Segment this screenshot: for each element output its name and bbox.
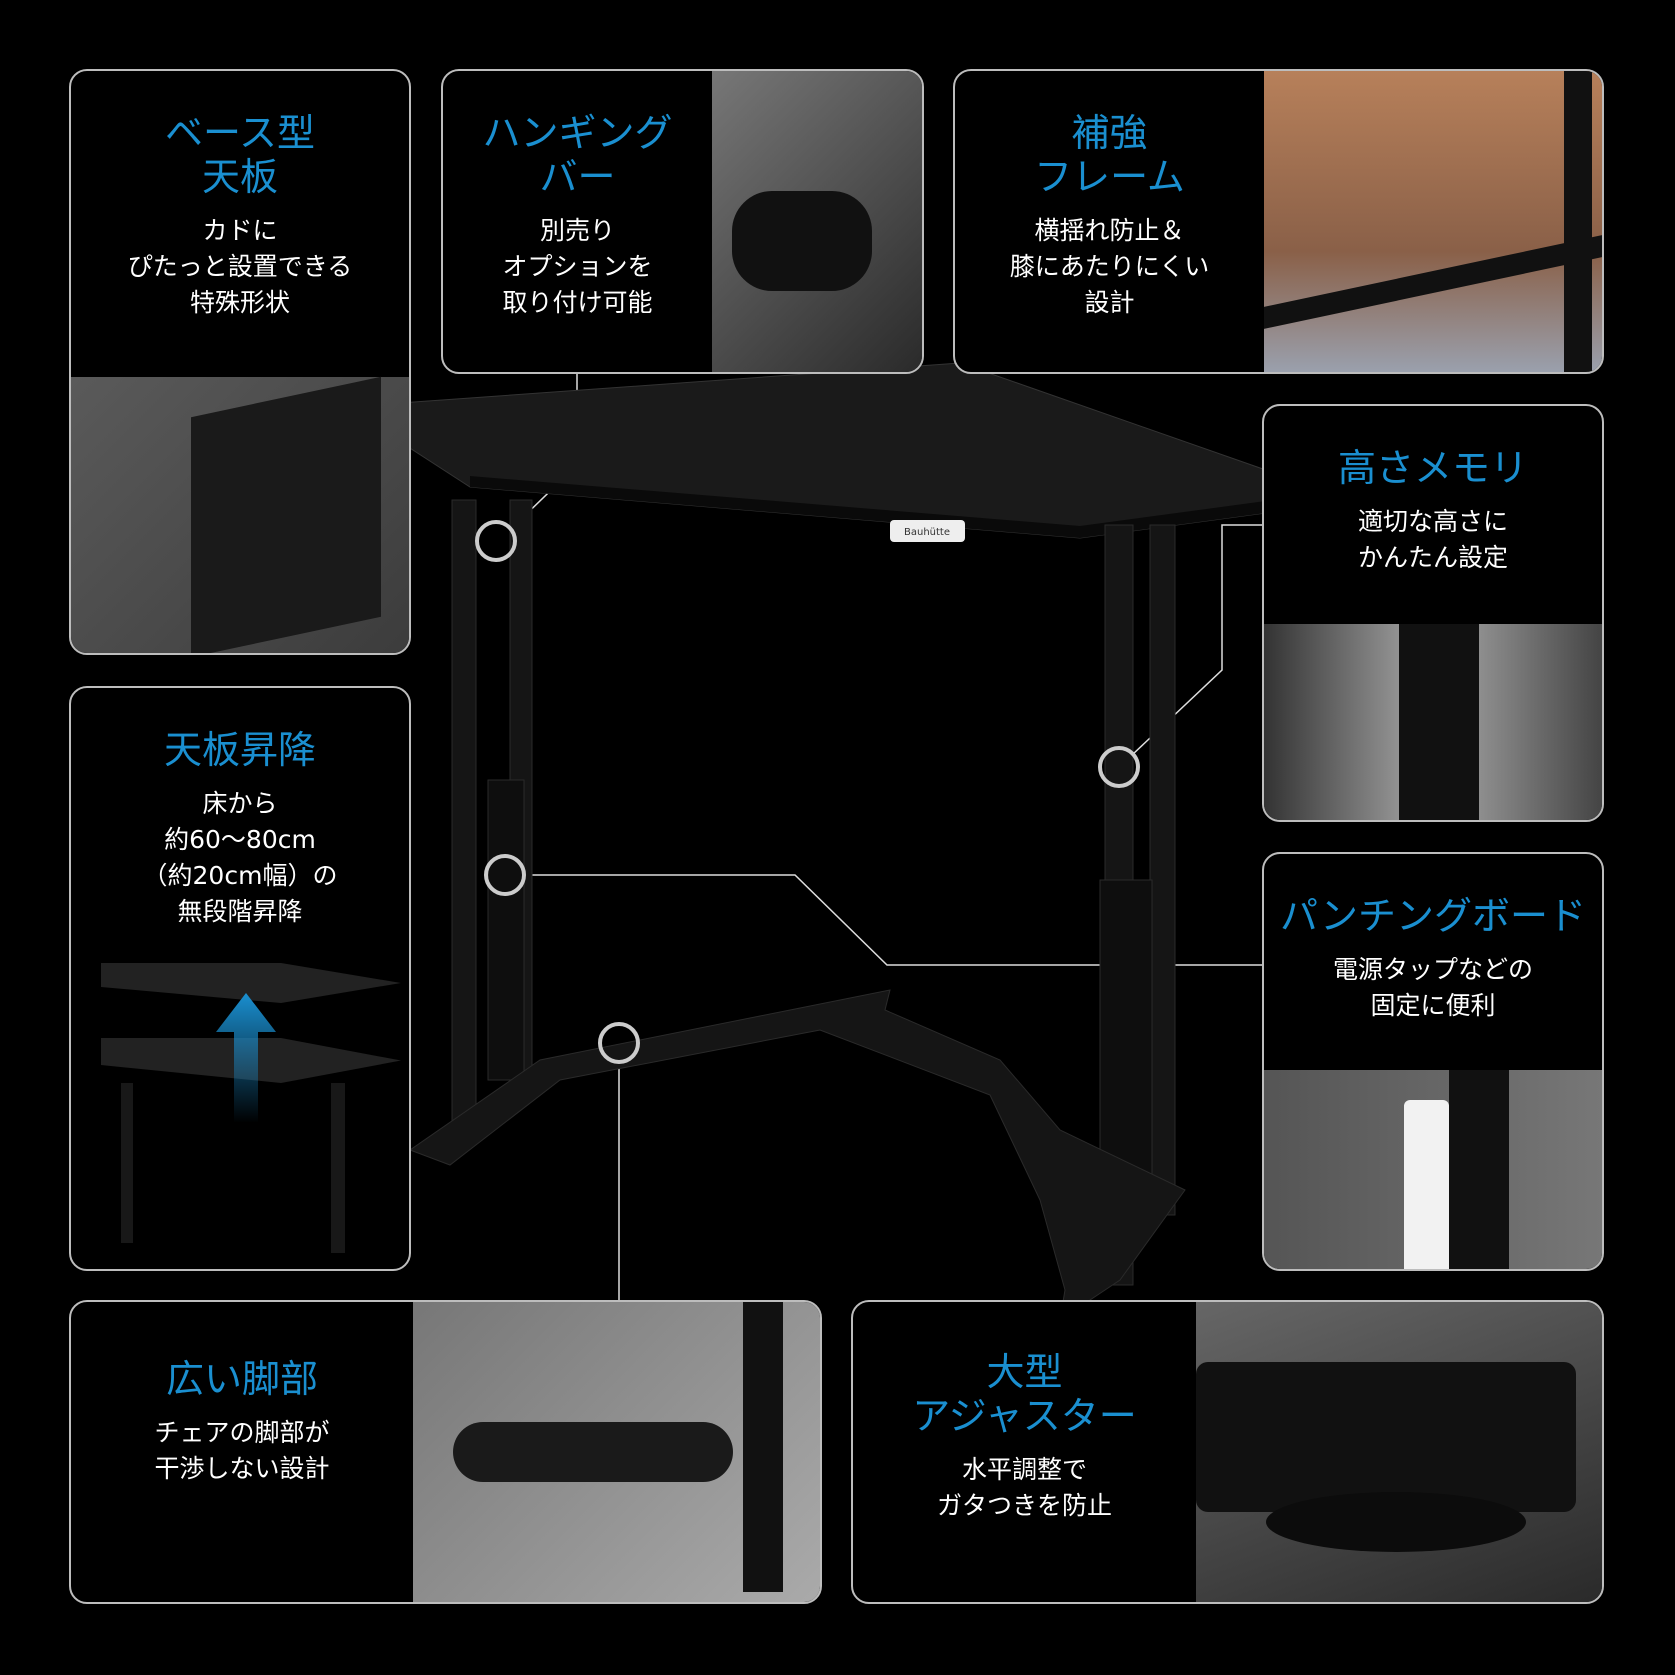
callout-markers <box>475 520 1140 1064</box>
callout-hanging-bar <box>475 520 517 562</box>
feature-title: 天板昇降 <box>163 728 316 772</box>
feature-title: 広い脚部 <box>165 1357 318 1401</box>
feature-title: 大型 アジャスター <box>912 1350 1137 1438</box>
feature-description: 床から 約60〜80cm （約20cm幅）の 無段階昇降 <box>142 789 338 926</box>
brand-label: Bauhütte <box>904 527 950 538</box>
feature-title: パンチングボード <box>1280 894 1586 938</box>
feature-description: 適切な高さに かんたん設定 <box>1357 507 1508 572</box>
feature-title: ベース型 天板 <box>164 111 316 199</box>
photo-power-strip <box>1264 1070 1602 1269</box>
callout-punching-board <box>484 854 526 896</box>
feature-card-hanging-bar: ハンギング バー別売り オプションを 取り付け可能 <box>441 69 924 374</box>
feature-card-reinforced-frame: 補強 フレーム横揺れ防止＆ 膝にあたりにくい 設計 <box>953 69 1604 374</box>
feature-description: 別売り オプションを 取り付け可能 <box>502 216 653 317</box>
photo-height-scale <box>1264 624 1602 820</box>
desk-legs <box>408 499 1186 1322</box>
photo-desk-top-view <box>71 376 409 653</box>
callout-wide-base <box>598 1022 640 1064</box>
photo-frame-underside <box>1264 71 1602 372</box>
feature-description: 電源タップなどの 固定に便利 <box>1332 955 1533 1020</box>
photo-chair-base <box>413 1302 820 1602</box>
photo-adjuster-foot <box>1196 1302 1602 1602</box>
feature-card-height-adjust: 天板昇降床から 約60〜80cm （約20cm幅）の 無段階昇降 <box>69 686 411 1271</box>
feature-title: 高さメモリ <box>1337 446 1528 490</box>
feature-description: 水平調整で ガタつきを防止 <box>936 1455 1112 1520</box>
feature-card-punching-board: パンチングボード電源タップなどの 固定に便利 <box>1262 852 1604 1271</box>
feature-card-base-top: ベース型 天板カドに ぴたっと設置できる 特殊形状 <box>69 69 411 655</box>
brand-plate <box>890 520 965 542</box>
feature-card-wide-base: 広い脚部チェアの脚部が 干渉しない設計 <box>69 1300 822 1604</box>
callout-height-scale <box>1098 746 1140 788</box>
illustration-desk-raise <box>101 963 401 1253</box>
feature-description: 横揺れ防止＆ 膝にあたりにくい 設計 <box>1009 216 1210 317</box>
feature-card-height-scale: 高さメモリ適切な高さに かんたん設定 <box>1262 404 1604 822</box>
feature-title: 補強 フレーム <box>1034 111 1185 199</box>
feature-description: チェアの脚部が 干渉しない設計 <box>154 1418 330 1483</box>
feature-description: カドに ぴたっと設置できる 特殊形状 <box>127 216 353 317</box>
feature-title: ハンギング バー <box>482 111 673 199</box>
feature-card-adjuster: 大型 アジャスター水平調整で ガタつきを防止 <box>851 1300 1604 1604</box>
photo-controller-hanging <box>712 71 922 372</box>
